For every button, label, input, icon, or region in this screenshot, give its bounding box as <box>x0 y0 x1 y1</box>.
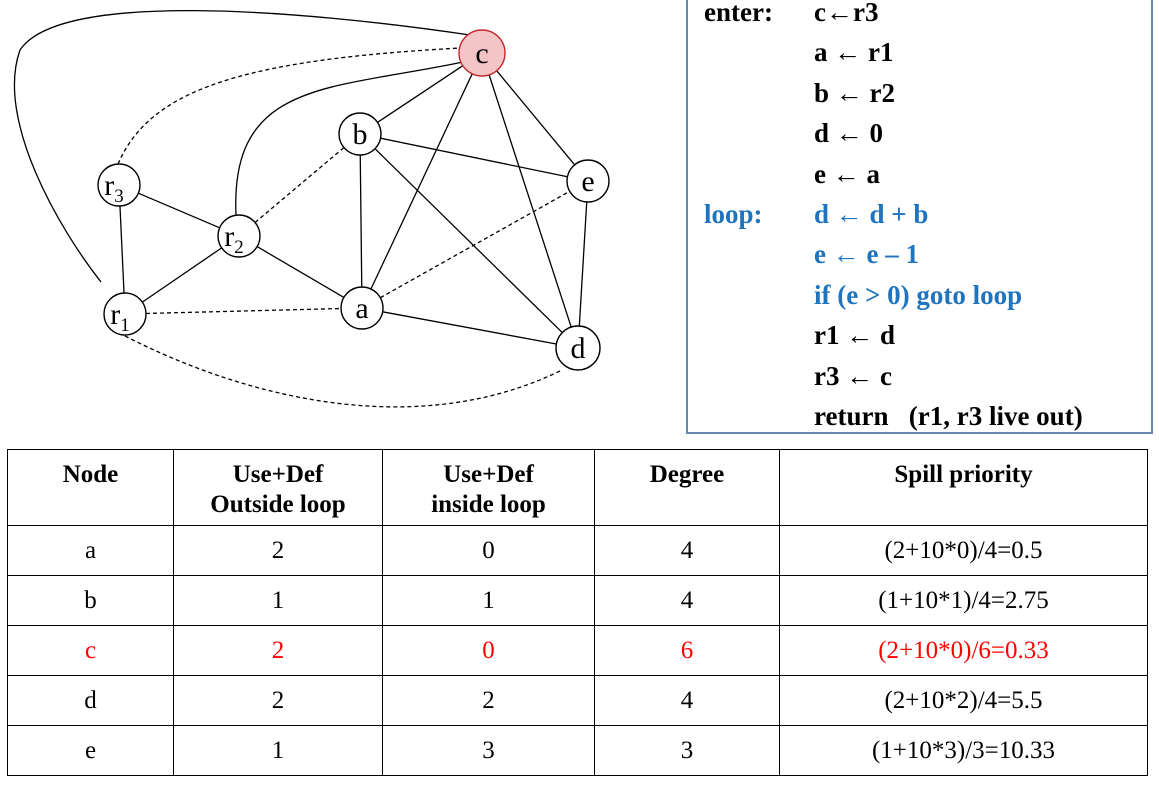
code-line: b ← r2 <box>814 77 895 108</box>
interference-edge-c-r2 <box>235 61 464 216</box>
node-label: d <box>571 332 586 365</box>
node-c: c <box>458 29 506 77</box>
code-line: a ← r1 <box>814 37 894 68</box>
node-r1: r1 <box>103 292 147 336</box>
code-line: d ← 0 <box>814 118 884 149</box>
interference-edge-e-d <box>578 201 588 327</box>
node-circle <box>458 29 506 77</box>
interference-edge-c-b <box>377 65 464 123</box>
move-edge-r1-a <box>145 307 342 315</box>
node-r2: r2 <box>217 214 261 258</box>
table-cell: (2+10*2)/4=5.5 <box>779 675 1148 726</box>
node-label: e <box>581 165 594 198</box>
interference-edge-c-e <box>496 70 576 166</box>
node-circle <box>103 292 147 336</box>
table-cell: c <box>7 625 174 676</box>
column-header: Node <box>7 449 174 526</box>
code-line: r3 ← c <box>814 360 892 391</box>
move-edge-r1-d <box>124 335 563 408</box>
table-cell: 0 <box>382 525 595 576</box>
table-cell: e <box>7 725 174 776</box>
code-line: d ← d + b <box>814 199 929 229</box>
interference-graph: c b e r3 r2 r1 a d <box>13 9 610 408</box>
interference-edge-c-d <box>488 74 572 328</box>
node-circle <box>566 159 610 203</box>
code-label-loop: loop: <box>704 199 763 229</box>
node-b: b <box>338 112 382 156</box>
node-circle <box>555 325 601 371</box>
table-cell: 2 <box>173 625 383 676</box>
interference-edge-b-a <box>359 154 363 288</box>
node-label: c <box>475 37 488 70</box>
column-header: Degree <box>594 449 780 526</box>
node-circle <box>97 163 141 207</box>
interference-edge-b-d <box>374 148 563 334</box>
interference-edge-r2-a <box>256 246 345 298</box>
node-label: b <box>353 118 368 151</box>
interference-edge-a-d <box>382 311 557 345</box>
table-cell: (2+10*0)/6=0.33 <box>779 625 1148 676</box>
move-edge-a-e <box>379 190 571 299</box>
table-cell: 4 <box>594 675 780 726</box>
code-line: if (e > 0) goto loop <box>814 279 1023 310</box>
code-line: e ← a <box>814 158 880 189</box>
interference-edge-r3-r2 <box>138 192 220 229</box>
interference-edge-c-a <box>370 73 473 290</box>
code-line: c←r3 <box>814 0 879 27</box>
node-e: e <box>566 159 610 203</box>
table-cell: (2+10*0)/4=0.5 <box>779 525 1148 576</box>
table-cell: 6 <box>594 625 780 676</box>
table-cell: d <box>7 675 174 726</box>
node-d: d <box>555 325 601 371</box>
move-edge-r2-b <box>254 147 345 223</box>
column-header: Spill priority <box>779 449 1148 526</box>
code-label-enter: enter: <box>704 0 773 27</box>
table-cell: (1+10*3)/3=10.33 <box>779 725 1148 776</box>
code-line: r1 ← d <box>814 320 895 351</box>
table-cell: 3 <box>594 725 780 776</box>
interference-edge-c-r1 <box>13 9 471 283</box>
node-circle <box>340 286 384 330</box>
table-cell: 0 <box>382 625 595 676</box>
table-cell: 1 <box>382 575 595 626</box>
table-cell: 2 <box>173 675 383 726</box>
table-cell: a <box>7 525 174 576</box>
table-cell: 4 <box>594 525 780 576</box>
move-edge-r3-c <box>117 47 461 165</box>
node-a: a <box>340 286 384 330</box>
graph-edges <box>13 9 588 408</box>
interference-edge-r2-r1 <box>141 247 223 303</box>
table-cell: (1+10*1)/4=2.75 <box>779 575 1148 626</box>
table-cell: 3 <box>382 725 595 776</box>
table-cell: 1 <box>173 575 383 626</box>
table-cell: 1 <box>173 725 383 776</box>
node-circle <box>338 112 382 156</box>
table-cell: 2 <box>382 675 595 726</box>
table-cell: 4 <box>594 575 780 626</box>
node-r3: r3 <box>97 163 141 207</box>
table-cell: b <box>7 575 174 626</box>
table-cell: 2 <box>173 525 383 576</box>
code-line: return (r1, r3 live out) <box>814 401 1083 431</box>
node-circle <box>217 214 261 258</box>
code-panel: enter: c←r3 a ← r1 b ← r2 d ← 0 e ← a loop: d ←… <box>686 0 1153 434</box>
node-label: a <box>355 292 368 325</box>
interference-edge-b-e <box>380 137 568 178</box>
graph-nodes: c b e r3 r2 r1 a d <box>97 29 610 371</box>
code-line: e ← e – 1 <box>814 239 919 270</box>
interference-edge-r3-r1 <box>119 205 125 294</box>
